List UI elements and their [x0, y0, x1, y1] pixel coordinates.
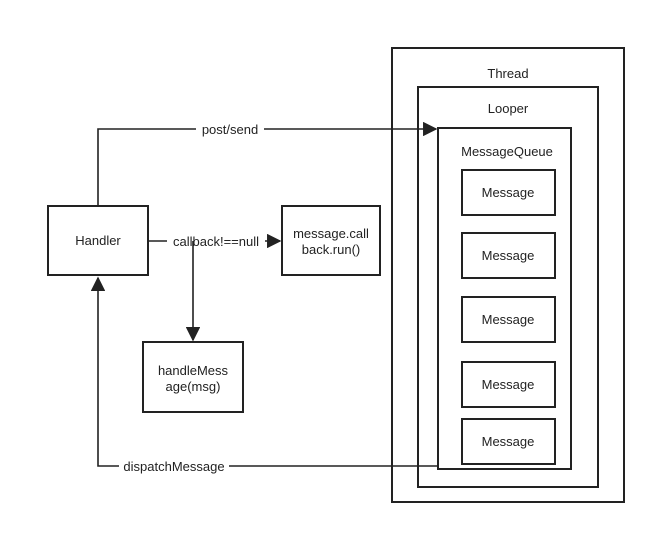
handler-label: Handler [75, 233, 121, 248]
thread-label: Thread [487, 66, 528, 81]
message-node: Message [461, 232, 556, 279]
message-label: Message [482, 434, 535, 449]
message-list: Message Message Message Message Message [461, 169, 556, 465]
message-node: Message [461, 418, 556, 465]
message-label: Message [482, 248, 535, 263]
message-node: Message [461, 296, 556, 343]
edge-label-post-send: post/send [202, 122, 258, 137]
edge-label-dispatch-message: dispatchMessage [123, 459, 224, 474]
edge-post-send: post/send [97, 121, 438, 206]
message-node: Message [461, 361, 556, 408]
looper-label: Looper [488, 101, 529, 116]
message-label: Message [482, 312, 535, 327]
handle-message-node: handleMess age(msg) [142, 341, 244, 413]
message-label: Message [482, 185, 535, 200]
message-label: Message [482, 377, 535, 392]
handler-node: Handler [47, 205, 149, 276]
handle-message-label-line1: handleMess [158, 363, 229, 378]
edge-label-callback-check: callback!==null [173, 234, 259, 249]
edge-dispatch-message: dispatchMessage [90, 276, 438, 474]
callback-run-label-line2: back.run() [302, 242, 361, 257]
callback-run-node: message.call back.run() [281, 205, 381, 276]
message-node: Message [461, 169, 556, 216]
message-queue-label: MessageQueue [461, 144, 553, 159]
edge-callback-check: callback!==null [148, 233, 282, 249]
handle-message-label-line2: age(msg) [166, 379, 221, 394]
callback-run-label-line1: message.call [293, 226, 369, 241]
